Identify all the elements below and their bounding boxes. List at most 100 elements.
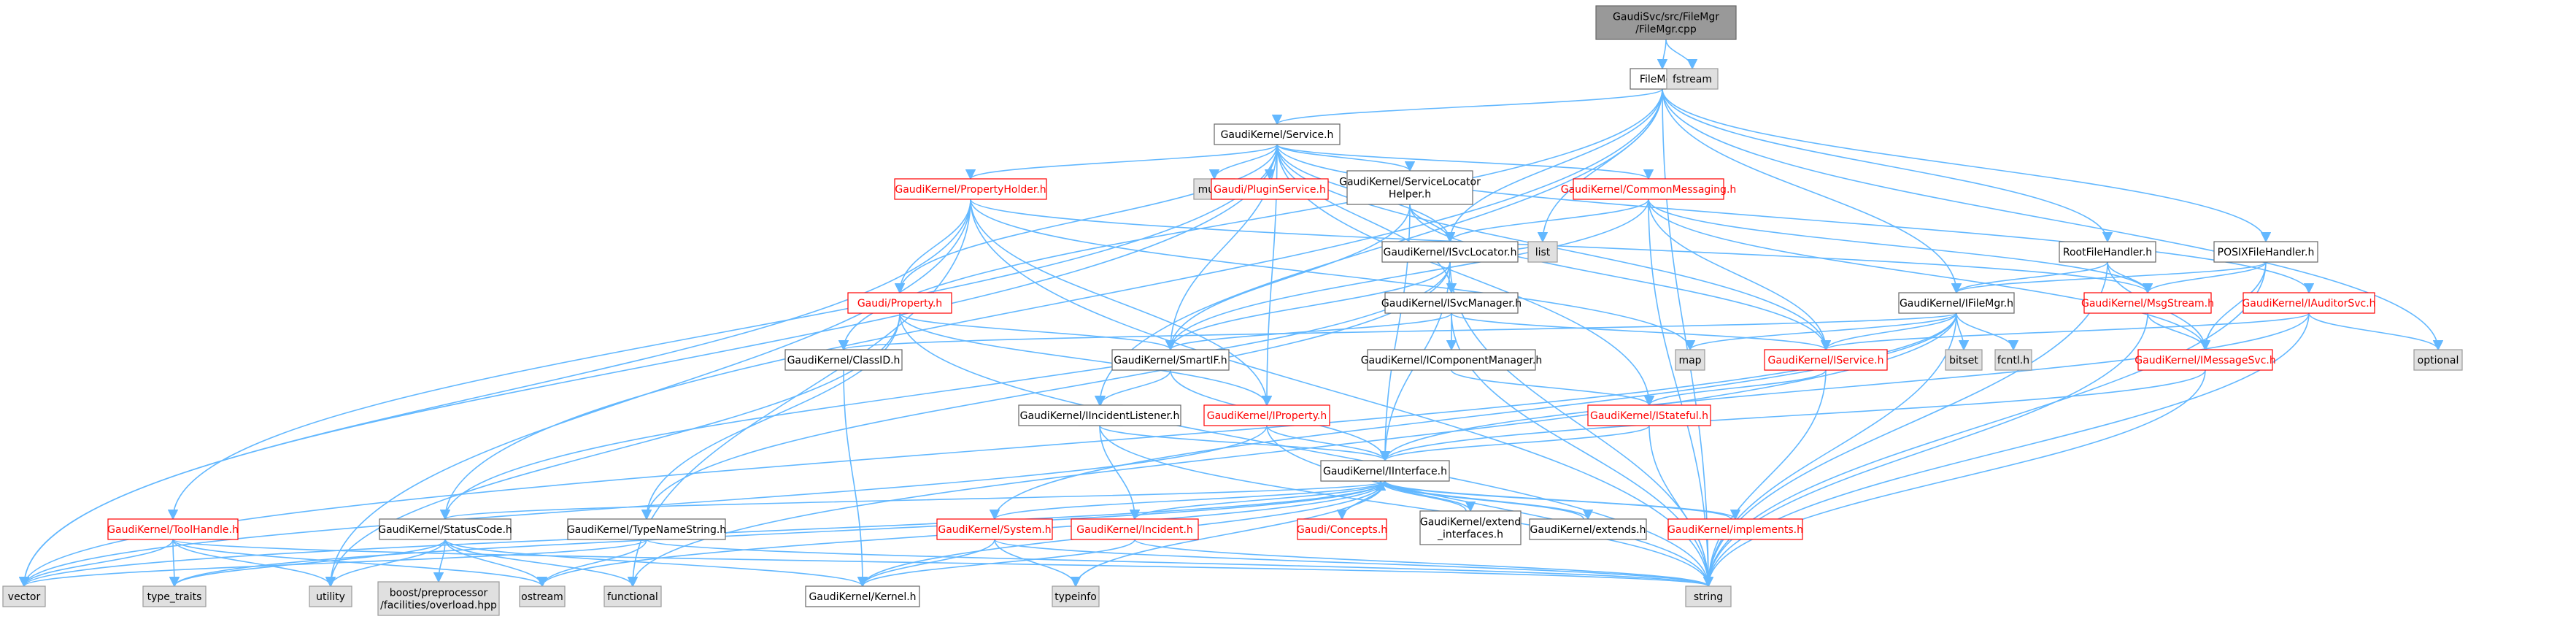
edge-statuscode-to-boost_overload [433, 539, 446, 583]
node-propertyholder[interactable]: GaudiKernel/PropertyHolder.h [894, 178, 1047, 200]
node-box [1203, 404, 1330, 426]
node-label: GaudiKernel/IIncidentListener.h [1020, 410, 1180, 422]
edge-statuscode-to-functional [444, 539, 639, 588]
edge-propertyholder-to-vector [18, 199, 971, 588]
node-box [1111, 349, 1230, 371]
edge-statuscode-to-type_traits [169, 539, 446, 588]
node-isvcmanager[interactable]: GaudiKernel/ISvcManager.h [1381, 292, 1522, 314]
edge-statuscode-to-kernel [444, 539, 868, 588]
node-box [1381, 241, 1519, 263]
edge-posixfilehandler-to-msgstream [2142, 261, 2267, 294]
edge-ifilemgr-to-classid [838, 312, 1957, 351]
node-toolhandle[interactable]: GaudiKernel/ToolHandle.h [107, 518, 239, 540]
node-icomponentmanager[interactable]: GaudiKernel/IComponentManager.h [1361, 349, 1543, 371]
node-box [2, 585, 46, 607]
edge-istateful-to-iinterface [1380, 425, 1650, 462]
node-pluginservice[interactable]: Gaudi/PluginService.h [1211, 178, 1329, 200]
node-label: ostream [521, 591, 563, 603]
edge-iservice-to-istateful [1643, 369, 1827, 407]
node-box [567, 518, 726, 540]
node-system[interactable]: GaudiKernel/System.h [936, 518, 1053, 540]
node-rootfilehandler[interactable]: RootFileHandler.h [2059, 241, 2156, 263]
node-label: GaudiKernel/Service.h [1221, 129, 1334, 141]
node-smartif[interactable]: GaudiKernel/SmartIF.h [1111, 349, 1230, 371]
node-ifilemgr[interactable]: GaudiKernel/IFileMgr.h [1898, 292, 2015, 314]
node-istateful[interactable]: GaudiKernel/IStateful.h [1587, 404, 1711, 426]
edge-filemgr_h-to-optional [1662, 88, 2444, 351]
node-map: map [1675, 349, 1705, 371]
node-isvclocator[interactable]: GaudiKernel/ISvcLocator.h [1381, 241, 1519, 263]
node-extend_interfaces[interactable]: GaudiKernel/extend_interfaces.h [1419, 510, 1522, 545]
node-label: GaudiKernel/MsgStream.h [2081, 298, 2214, 310]
edge-servicelocatorhelper-to-smartif [1165, 204, 1411, 351]
node-box [2213, 241, 2318, 263]
edge-statuscode-to-utility [325, 539, 446, 588]
node-iservice[interactable]: GaudiKernel/IService.h [1764, 349, 1888, 371]
edge-service_h-to-servicelocatorhelper [1276, 144, 1416, 172]
node-service_h[interactable]: GaudiKernel/Service.h [1214, 123, 1341, 145]
node-box [2083, 292, 2212, 314]
node-box [2059, 241, 2156, 263]
edge-iproperty-to-string [1266, 425, 1714, 588]
edge-toolhandle-to-string [172, 539, 1713, 588]
edge-iinterface-to-typeinfo [1070, 480, 1386, 588]
edge-filemgr_h-to-posixfilehandler [1662, 88, 2272, 243]
edge-property-to-smartif [899, 312, 1176, 351]
node-label: GaudiKernel/TypeNameString.h [567, 524, 726, 536]
edge-smartif-to-memory [1095, 369, 1171, 407]
edge-extends-to-iinterface [1375, 480, 1584, 520]
node-vector: vector [2, 585, 46, 607]
edge-service_h-to-toolhandle [167, 144, 1278, 520]
node-box [2413, 349, 2463, 371]
edge-ifilemgr-to-bitset [1956, 312, 1970, 351]
node-iinterface[interactable]: GaudiKernel/IInterface.h [1320, 460, 1450, 482]
node-property[interactable]: Gaudi/Property.h [847, 292, 952, 314]
edge-filemgr_h-to-isvclocator [1444, 88, 1663, 243]
edge-imessagesvc-to-iinterface [1380, 369, 2206, 462]
edge-iinterface-to-statuscode [440, 480, 1386, 520]
edge-isvcmanager-to-smartif [1165, 312, 1452, 351]
node-concepts[interactable]: Gaudi/Concepts.h [1297, 518, 1387, 540]
node-label: _interfaces.h [1437, 529, 1503, 541]
node-label: GaudiKernel/SmartIF.h [1114, 355, 1227, 366]
node-commonmessaging[interactable]: GaudiKernel/CommonMessaging.h [1561, 178, 1737, 200]
node-fcntl: fcntl.h [1994, 349, 2032, 371]
node-label: GaudiSvc/src/FileMgr [1613, 12, 1719, 23]
node-label: /FileMgr.cpp [1635, 24, 1697, 36]
node-box [1595, 5, 1737, 40]
node-fstream: fstream [1666, 68, 1719, 90]
node-posixfilehandler[interactable]: POSIXFileHandler.h [2213, 241, 2318, 263]
node-implements[interactable]: GaudiKernel/implements.h [1667, 518, 1803, 540]
node-box [1346, 170, 1473, 205]
node-bitset: bitset [1945, 349, 1983, 371]
edge-propertyholder-to-msgstream [970, 199, 2153, 294]
node-label: utility [316, 591, 345, 603]
node-statuscode[interactable]: GaudiKernel/StatusCode.h [378, 518, 512, 540]
node-box [1214, 123, 1341, 145]
node-kernel[interactable]: GaudiKernel/Kernel.h [805, 585, 920, 607]
node-boost_overload: boost/preprocessor/facilities/overload.h… [377, 581, 500, 616]
node-extends[interactable]: GaudiKernel/extends.h [1529, 518, 1647, 540]
node-list: list [1527, 241, 1558, 263]
node-typenamestring[interactable]: GaudiKernel/TypeNameString.h [567, 518, 726, 540]
edge-typenamestring-to-vector [19, 539, 647, 588]
edge-commonmessaging-to-iservice [1648, 199, 1832, 351]
node-root[interactable]: GaudiSvc/src/FileMgr/FileMgr.cpp [1595, 5, 1737, 40]
node-iincidentlistener[interactable]: GaudiKernel/IIncidentListener.h [1018, 404, 1181, 426]
edge-iincidentlistener-to-string [1099, 425, 1714, 588]
edge-ifilemgr-to-iservice [1820, 312, 1957, 351]
edge-filemgr_h-to-string [1662, 88, 1714, 588]
node-msgstream[interactable]: GaudiKernel/MsgStream.h [2081, 292, 2214, 314]
node-imessagesvc[interactable]: GaudiKernel/IMessageSvc.h [2135, 349, 2276, 371]
node-iauditorsvc[interactable]: GaudiKernel/IAuditorSvc.h [2242, 292, 2376, 314]
edge-propertyholder-to-property [894, 199, 971, 294]
node-iproperty[interactable]: GaudiKernel/IProperty.h [1203, 404, 1330, 426]
edge-iinterface-to-extend_interfaces [1384, 480, 1476, 512]
node-incident[interactable]: GaudiKernel/Incident.h [1071, 518, 1199, 540]
edge-service_h-to-smartif [1165, 144, 1278, 351]
node-classid[interactable]: GaudiKernel/ClassID.h [784, 349, 903, 371]
node-box [784, 349, 903, 371]
node-label: GaudiKernel/ServiceLocator [1339, 177, 1481, 188]
edge-filemgr_h-to-iincidentlistener [1094, 88, 1663, 407]
